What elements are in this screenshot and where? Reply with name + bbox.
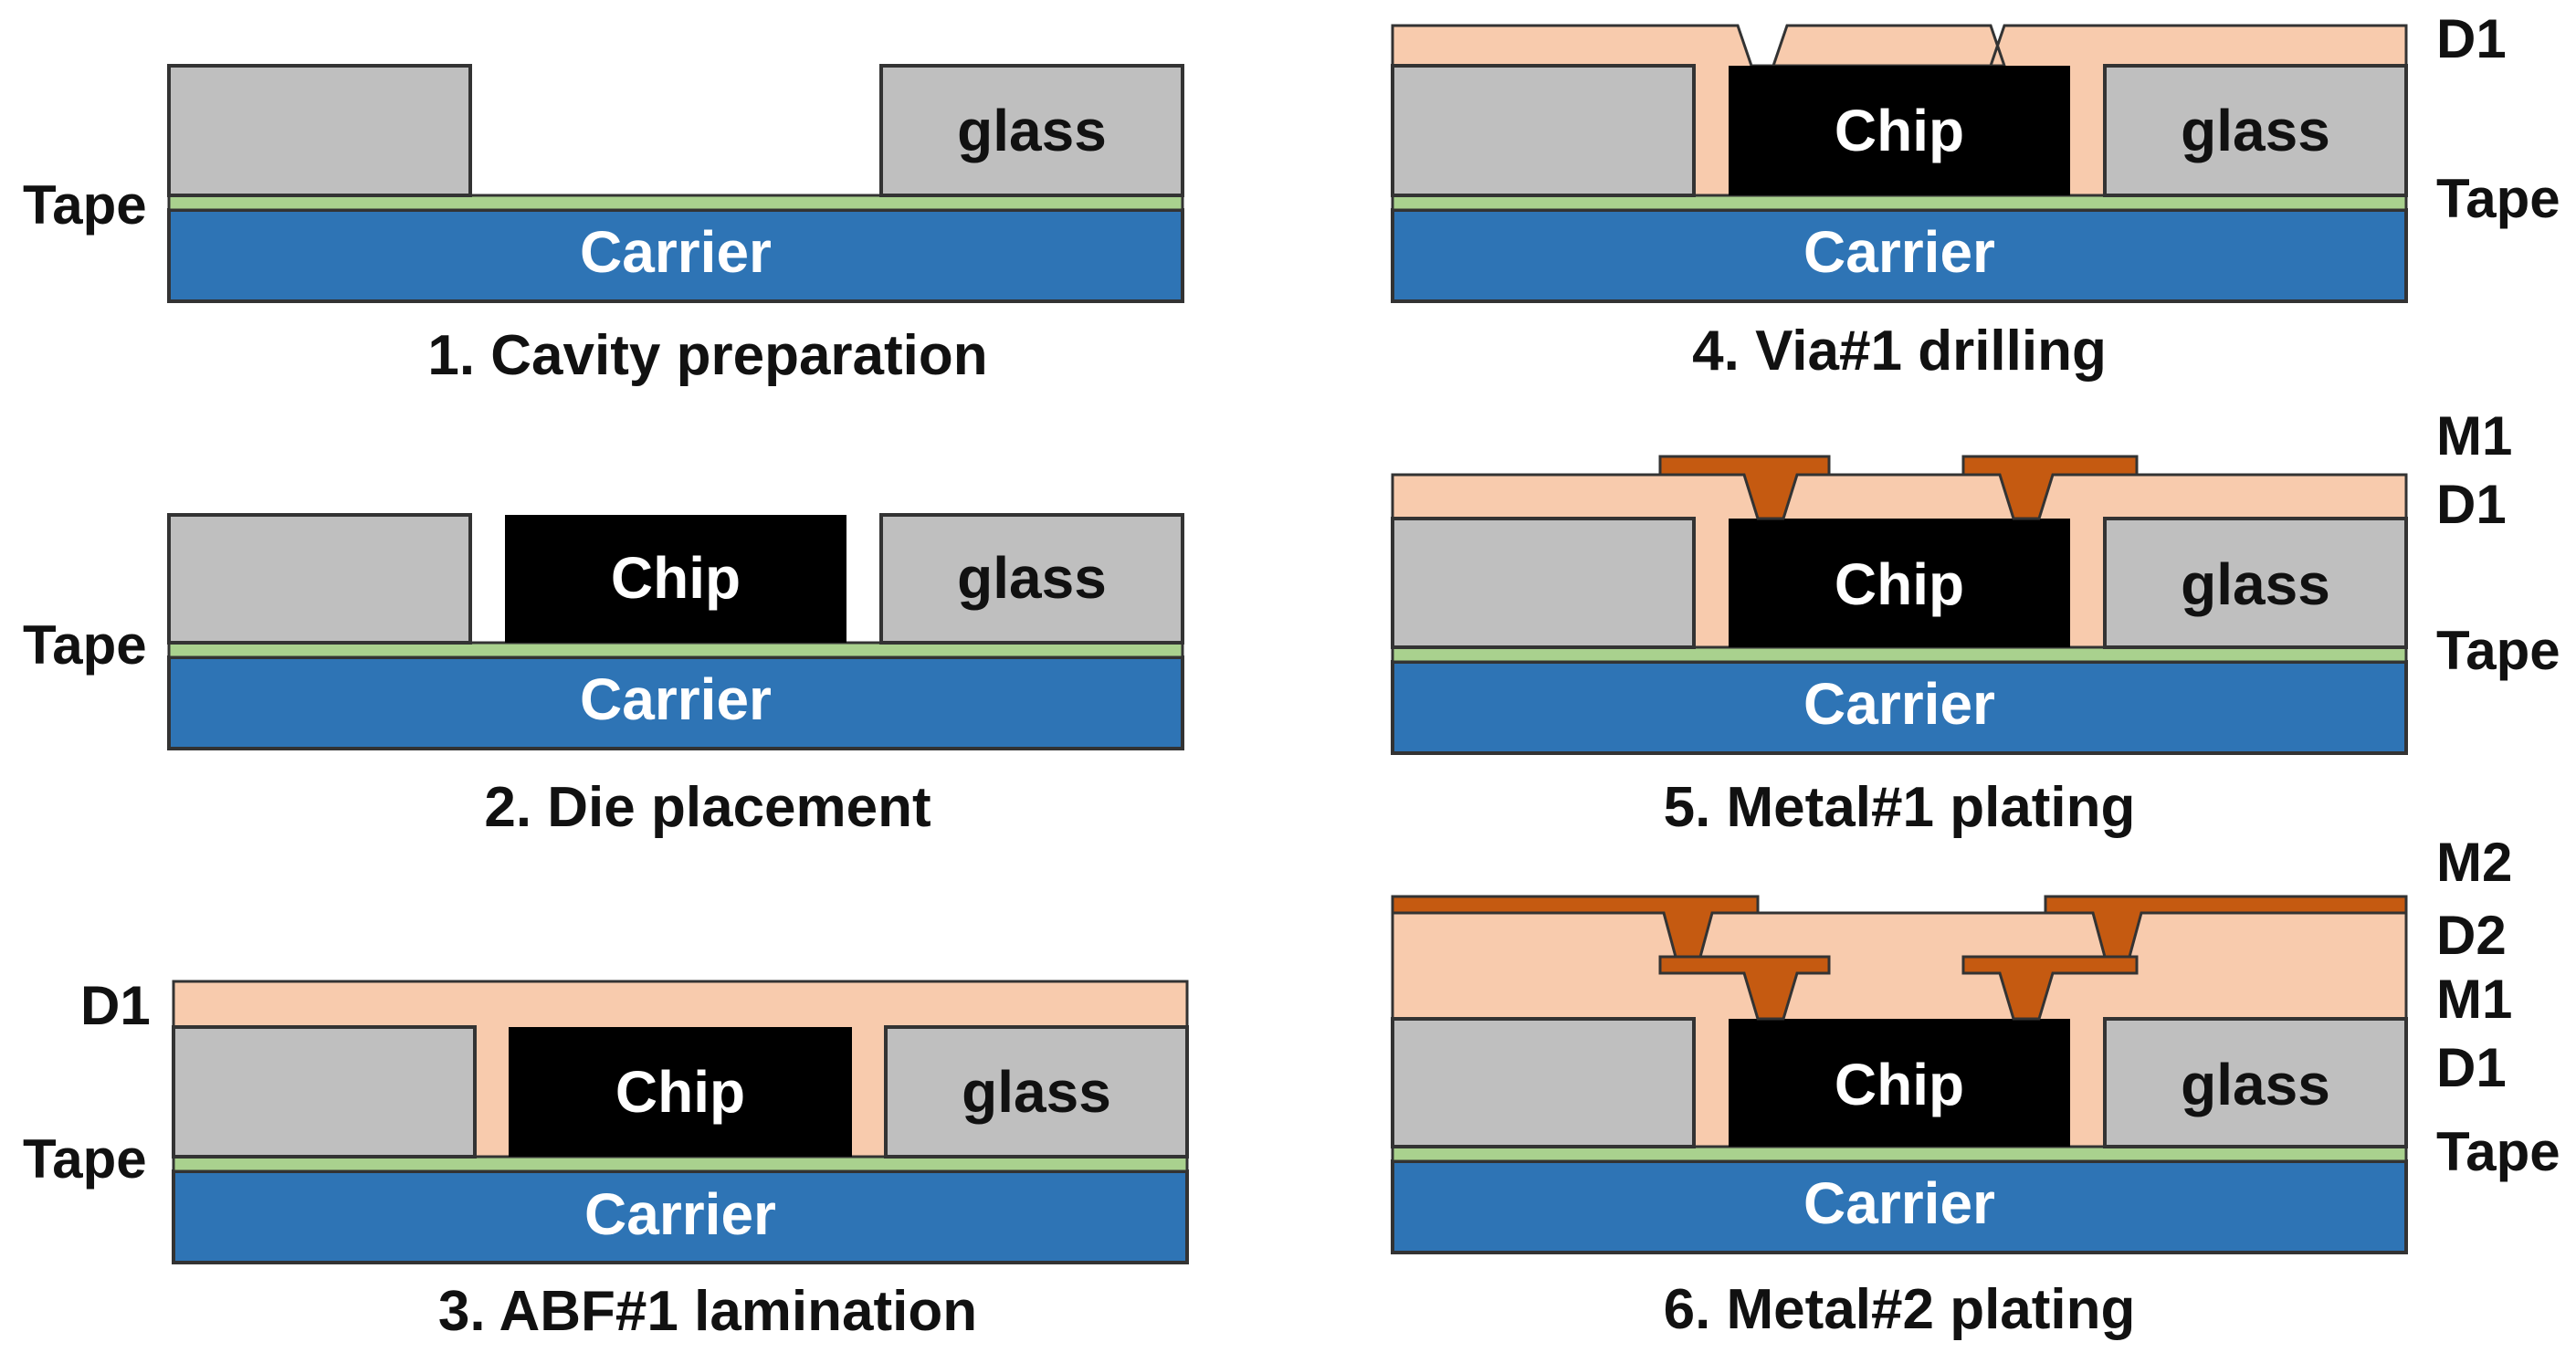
- carrier-label: Carrier: [1803, 1170, 1995, 1236]
- glass-label: glass: [957, 98, 1107, 163]
- d2-side-label: D2: [2436, 905, 2507, 966]
- glass-block-left: [172, 1025, 477, 1159]
- panel-5-metal1-plating: Carrier Chip glass M1 D1 Tape 5. Metal#1…: [1391, 405, 2560, 839]
- panel-4-via1-drilling: Carrier Chip glass D1 Tape 4. Via#1 dril…: [1391, 8, 2560, 383]
- panel-caption: 2. Die placement: [484, 776, 931, 839]
- panel-2-die-placement: Carrier Chip glass Tape 2. Die placement: [23, 513, 1184, 839]
- chip-label: Chip: [611, 545, 741, 611]
- tape-layer: [1391, 645, 2408, 664]
- chip-label: Chip: [1835, 98, 1964, 163]
- m1-via-right: [1961, 455, 2139, 520]
- tape-side-label: Tape: [2436, 620, 2560, 681]
- glass-block-left: [167, 513, 472, 645]
- panel-caption: 4. Via#1 drilling: [1692, 320, 2107, 383]
- tape-layer: [1391, 1145, 2408, 1163]
- carrier-layer: [1391, 1159, 2408, 1254]
- tape-side-label: Tape: [2436, 168, 2560, 229]
- m1-via-right: [1961, 955, 2139, 1021]
- glass-block-right: [2103, 517, 2408, 649]
- tape-layer: [1391, 194, 2408, 212]
- panel-caption: 6. Metal#2 plating: [1664, 1278, 2136, 1341]
- panel-caption: 1. Cavity preparation: [427, 324, 987, 387]
- tape-layer: [167, 194, 1184, 212]
- glass-block-right: [884, 1025, 1189, 1159]
- chip-die: [1729, 519, 2070, 647]
- d1-side-label: D1: [2436, 474, 2507, 535]
- tape-layer: [172, 1155, 1189, 1173]
- m1-side-label: M1: [2436, 405, 2512, 467]
- d1-side-label: D1: [80, 975, 151, 1036]
- glass-label: glass: [957, 545, 1107, 611]
- glass-block-left: [1391, 1017, 1696, 1148]
- tape-side-label: Tape: [2436, 1121, 2560, 1182]
- m2-layer-left: [1391, 895, 1760, 959]
- carrier-label: Carrier: [1803, 219, 1995, 285]
- panel-3-abf1-lamination: Carrier Chip glass D1 Tape 3. ABF#1 lami…: [23, 975, 1189, 1343]
- chip-die: [1729, 1019, 2070, 1147]
- glass-block-left: [167, 64, 472, 197]
- glass-label: glass: [962, 1059, 1111, 1125]
- m2-layer-right: [2044, 895, 2408, 959]
- glass-block-right: [2103, 1017, 2408, 1148]
- chip-label: Chip: [1835, 551, 1964, 617]
- glass-label: glass: [2181, 98, 2330, 163]
- carrier-layer: [1391, 660, 2408, 755]
- tape-side-label: Tape: [23, 614, 147, 676]
- tape-side-label: Tape: [23, 1128, 147, 1190]
- panel-1-cavity-preparation: Carrier glass Tape 1. Cavity preparation: [23, 64, 1184, 387]
- m1-side-label: M1: [2436, 969, 2512, 1030]
- glass-block-right: [2103, 64, 2408, 197]
- tape-side-label: Tape: [23, 174, 147, 236]
- panel-caption: 5. Metal#1 plating: [1664, 776, 2136, 839]
- m2-side-label: M2: [2436, 832, 2512, 893]
- glass-block-left: [1391, 64, 1696, 197]
- panel-caption: 3. ABF#1 lamination: [438, 1280, 977, 1343]
- tape-layer: [167, 641, 1184, 659]
- chip-die: [1729, 66, 2070, 195]
- glass-block-left: [1391, 517, 1696, 649]
- glass-label: glass: [2181, 1052, 2330, 1117]
- d1-side-label: D1: [2436, 8, 2507, 69]
- chip-label: Chip: [1835, 1052, 1964, 1117]
- carrier-layer: [172, 1169, 1189, 1264]
- d1-side-label: D1: [2436, 1037, 2507, 1098]
- panel-6-metal2-plating: Carrier Chip glass M2 D2 M1 D1 Tape 6. M…: [1391, 832, 2560, 1341]
- carrier-label: Carrier: [580, 219, 772, 285]
- m1-via-left: [1658, 455, 1831, 520]
- glass-block-right: [879, 64, 1184, 197]
- chip-die: [509, 1027, 852, 1157]
- carrier-layer: [1391, 208, 2408, 303]
- chip-label: Chip: [615, 1059, 745, 1125]
- carrier-layer: [167, 208, 1184, 303]
- carrier-label: Carrier: [1803, 671, 1995, 737]
- carrier-label: Carrier: [584, 1181, 776, 1247]
- m1-via-left: [1658, 955, 1831, 1021]
- glass-block-right: [879, 513, 1184, 645]
- glass-label: glass: [2181, 551, 2330, 617]
- carrier-label: Carrier: [580, 666, 772, 732]
- chip-die: [505, 515, 846, 643]
